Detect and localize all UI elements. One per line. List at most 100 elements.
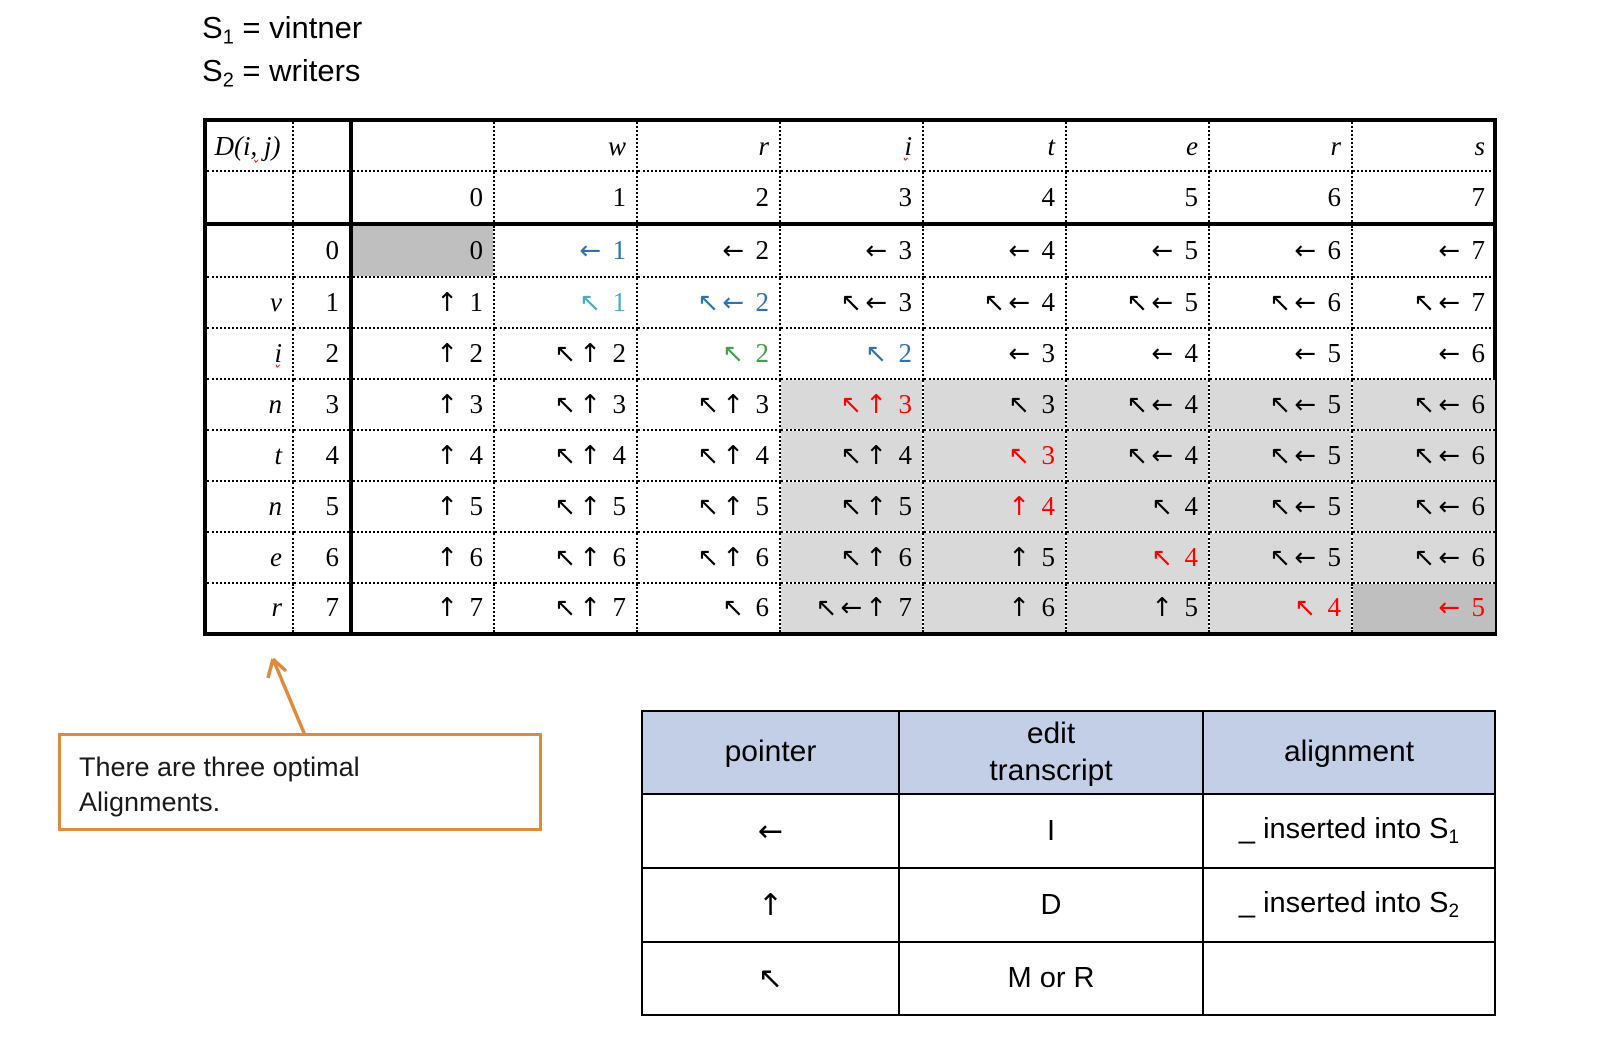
- dp-cell-6-0: ↑6: [351, 531, 495, 584]
- dp-cell-3-2: ↖↑ 3: [637, 378, 781, 431]
- dp-col-index-7: 7: [1352, 171, 1495, 226]
- dp-row-index-5: 5: [293, 480, 353, 533]
- s2-value: = writers: [233, 53, 361, 89]
- pointer-arrows-icon: ↑: [1008, 542, 1033, 573]
- pointer-arrows-icon: ←: [579, 235, 604, 266]
- arrow-up-icon: ↑: [1008, 542, 1030, 573]
- dp-cell-value: 7: [898, 592, 913, 623]
- dp-cell-0-7: ←7: [1352, 223, 1495, 278]
- pointer-arrows-icon: ↖: [722, 592, 747, 623]
- dp-col-letter-6: r: [1209, 122, 1353, 173]
- arrow-diagonal-icon: ↖: [840, 440, 863, 471]
- pointer-arrows-icon: ←: [1294, 235, 1319, 266]
- dp-cell-3-4: ↖3: [923, 378, 1067, 431]
- dp-cell-5-3: ↖↑5: [780, 480, 924, 533]
- arrow-diagonal-icon: ↖: [1269, 389, 1292, 420]
- pointer-arrows-icon: ↖←: [697, 287, 747, 318]
- dp-cell-value: 6: [1471, 541, 1486, 572]
- pointer-arrows-icon: ↖↑: [840, 491, 890, 522]
- legend-row-2: ↖M or R: [641, 941, 1496, 1016]
- dp-cell-7-6: ↖4: [1209, 582, 1353, 632]
- string-s2-line: S2 = writers: [202, 51, 362, 94]
- red-caret-icon: ˇ: [272, 362, 281, 381]
- pointer-arrows-icon: ↖←: [1269, 287, 1319, 318]
- arrow-up-icon: ↑: [1008, 491, 1030, 522]
- dp-col-letter-2: r: [637, 122, 781, 173]
- arrow-left-icon: ←: [1438, 287, 1460, 318]
- dp-cell-value: 4: [1184, 541, 1199, 572]
- dp-cell-4-7: ↖←6: [1352, 429, 1495, 482]
- dp-col-index-1: 1: [494, 171, 638, 226]
- arrow-left-icon: ←: [1438, 542, 1460, 573]
- dp-cell-value: 2: [755, 337, 770, 368]
- legend-transcript-cell-2: M or R: [898, 941, 1204, 1016]
- legend-row-1: ↑D_ inserted into S2: [641, 867, 1496, 944]
- dp-row-index-6: 6: [293, 531, 353, 584]
- legend-header-edit-transcript: edit transcript: [898, 709, 1204, 796]
- arrow-up-icon: ↑: [579, 491, 601, 522]
- dp-cell-value: 5: [1327, 388, 1342, 419]
- arrow-up-icon: ↑: [865, 389, 887, 420]
- arrow-diagonal-icon: ↖: [1269, 440, 1292, 471]
- dp-cell-3-3: ↖↑3: [780, 378, 924, 431]
- arrow-up-icon: ↑: [579, 440, 601, 471]
- arrow-up-icon: ↑: [722, 389, 744, 420]
- red-caret-icon: ˇ: [251, 158, 259, 176]
- dp-col-index-6: 6: [1209, 171, 1353, 226]
- dp-row-letter-4: t: [207, 429, 294, 482]
- dp-cell-4-5: ↖←4: [1066, 429, 1210, 482]
- dp-cell-7-0: ↑7: [351, 582, 495, 632]
- dp-cell-value: 4: [898, 439, 913, 470]
- pointer-arrows-icon: ↖↑: [554, 592, 604, 623]
- arrow-left-icon: ←: [1151, 389, 1173, 420]
- dp-cell-7-2: ↖6: [637, 582, 781, 632]
- arrow-diagonal-icon: ↖: [554, 440, 577, 471]
- arrow-up-icon: ↑: [865, 542, 887, 573]
- dp-cell-7-3: ↖←↑7: [780, 582, 924, 632]
- dp-cell-value: 4: [1184, 388, 1199, 419]
- arrow-left-icon: ←: [1294, 440, 1316, 471]
- dp-cell-4-3: ↖↑4: [780, 429, 924, 482]
- dp-row-letter-1: v: [207, 276, 294, 329]
- dp-cell-value: 4: [1184, 337, 1199, 368]
- arrow-left-icon: ←: [757, 813, 784, 849]
- dp-cell-value: 6: [1471, 388, 1486, 419]
- arrow-left-icon: ←: [722, 236, 744, 267]
- arrow-diagonal-icon: ↖: [554, 593, 577, 624]
- arrow-diagonal-icon: ↖: [840, 491, 863, 522]
- arrow-left-icon: ←: [1151, 236, 1173, 267]
- arrow-diagonal-icon: ↖: [697, 389, 720, 420]
- pointer-arrows-icon: ↑: [436, 338, 461, 369]
- legend-alignment-text: _ inserted into S: [1238, 813, 1449, 846]
- dp-cell-value: 5: [469, 490, 484, 521]
- arrow-left-icon: ←: [1438, 338, 1460, 369]
- dp-cell-0-3: ←3: [780, 223, 924, 278]
- dp-col-index-4: 4: [923, 171, 1067, 226]
- dp-cell-value: 7: [469, 592, 484, 623]
- dp-cell-value: 6: [755, 541, 770, 572]
- arrow-diagonal-icon: ↖: [983, 287, 1006, 318]
- legend-pointer-cell-2: ↖: [641, 941, 900, 1016]
- legend-row-0: ←I_ inserted into S1: [641, 793, 1496, 870]
- arrow-diagonal-icon: ↖: [1294, 593, 1316, 624]
- dp-cell-6-2: ↖↑6: [637, 531, 781, 584]
- arrow-up-icon: ↑: [436, 287, 458, 318]
- arrow-diagonal-icon: ↖: [697, 542, 720, 573]
- dp-cell-7-1: ↖↑7: [494, 582, 638, 632]
- arrow-up-icon: ↑: [865, 593, 887, 624]
- arrow-diagonal-icon: ↖: [1126, 389, 1149, 420]
- arrow-left-icon: ←: [1151, 338, 1173, 369]
- legend-alignment-cell-2: [1202, 941, 1496, 1016]
- pointer-arrows-icon: ←: [1438, 338, 1463, 369]
- arrow-left-icon: ←: [1151, 440, 1173, 471]
- arrow-left-icon: ←: [579, 236, 601, 267]
- dp-cell-value: 1: [612, 235, 627, 266]
- arrow-diagonal-icon: ↖: [840, 542, 863, 573]
- pointer-arrows-icon: ↖←: [983, 287, 1033, 318]
- dp-cell-value: 3: [755, 388, 770, 419]
- arrow-diagonal-icon: ↖: [697, 440, 720, 471]
- pointer-arrows-icon: ←: [1151, 338, 1176, 369]
- arrow-left-icon: ←: [1294, 491, 1316, 522]
